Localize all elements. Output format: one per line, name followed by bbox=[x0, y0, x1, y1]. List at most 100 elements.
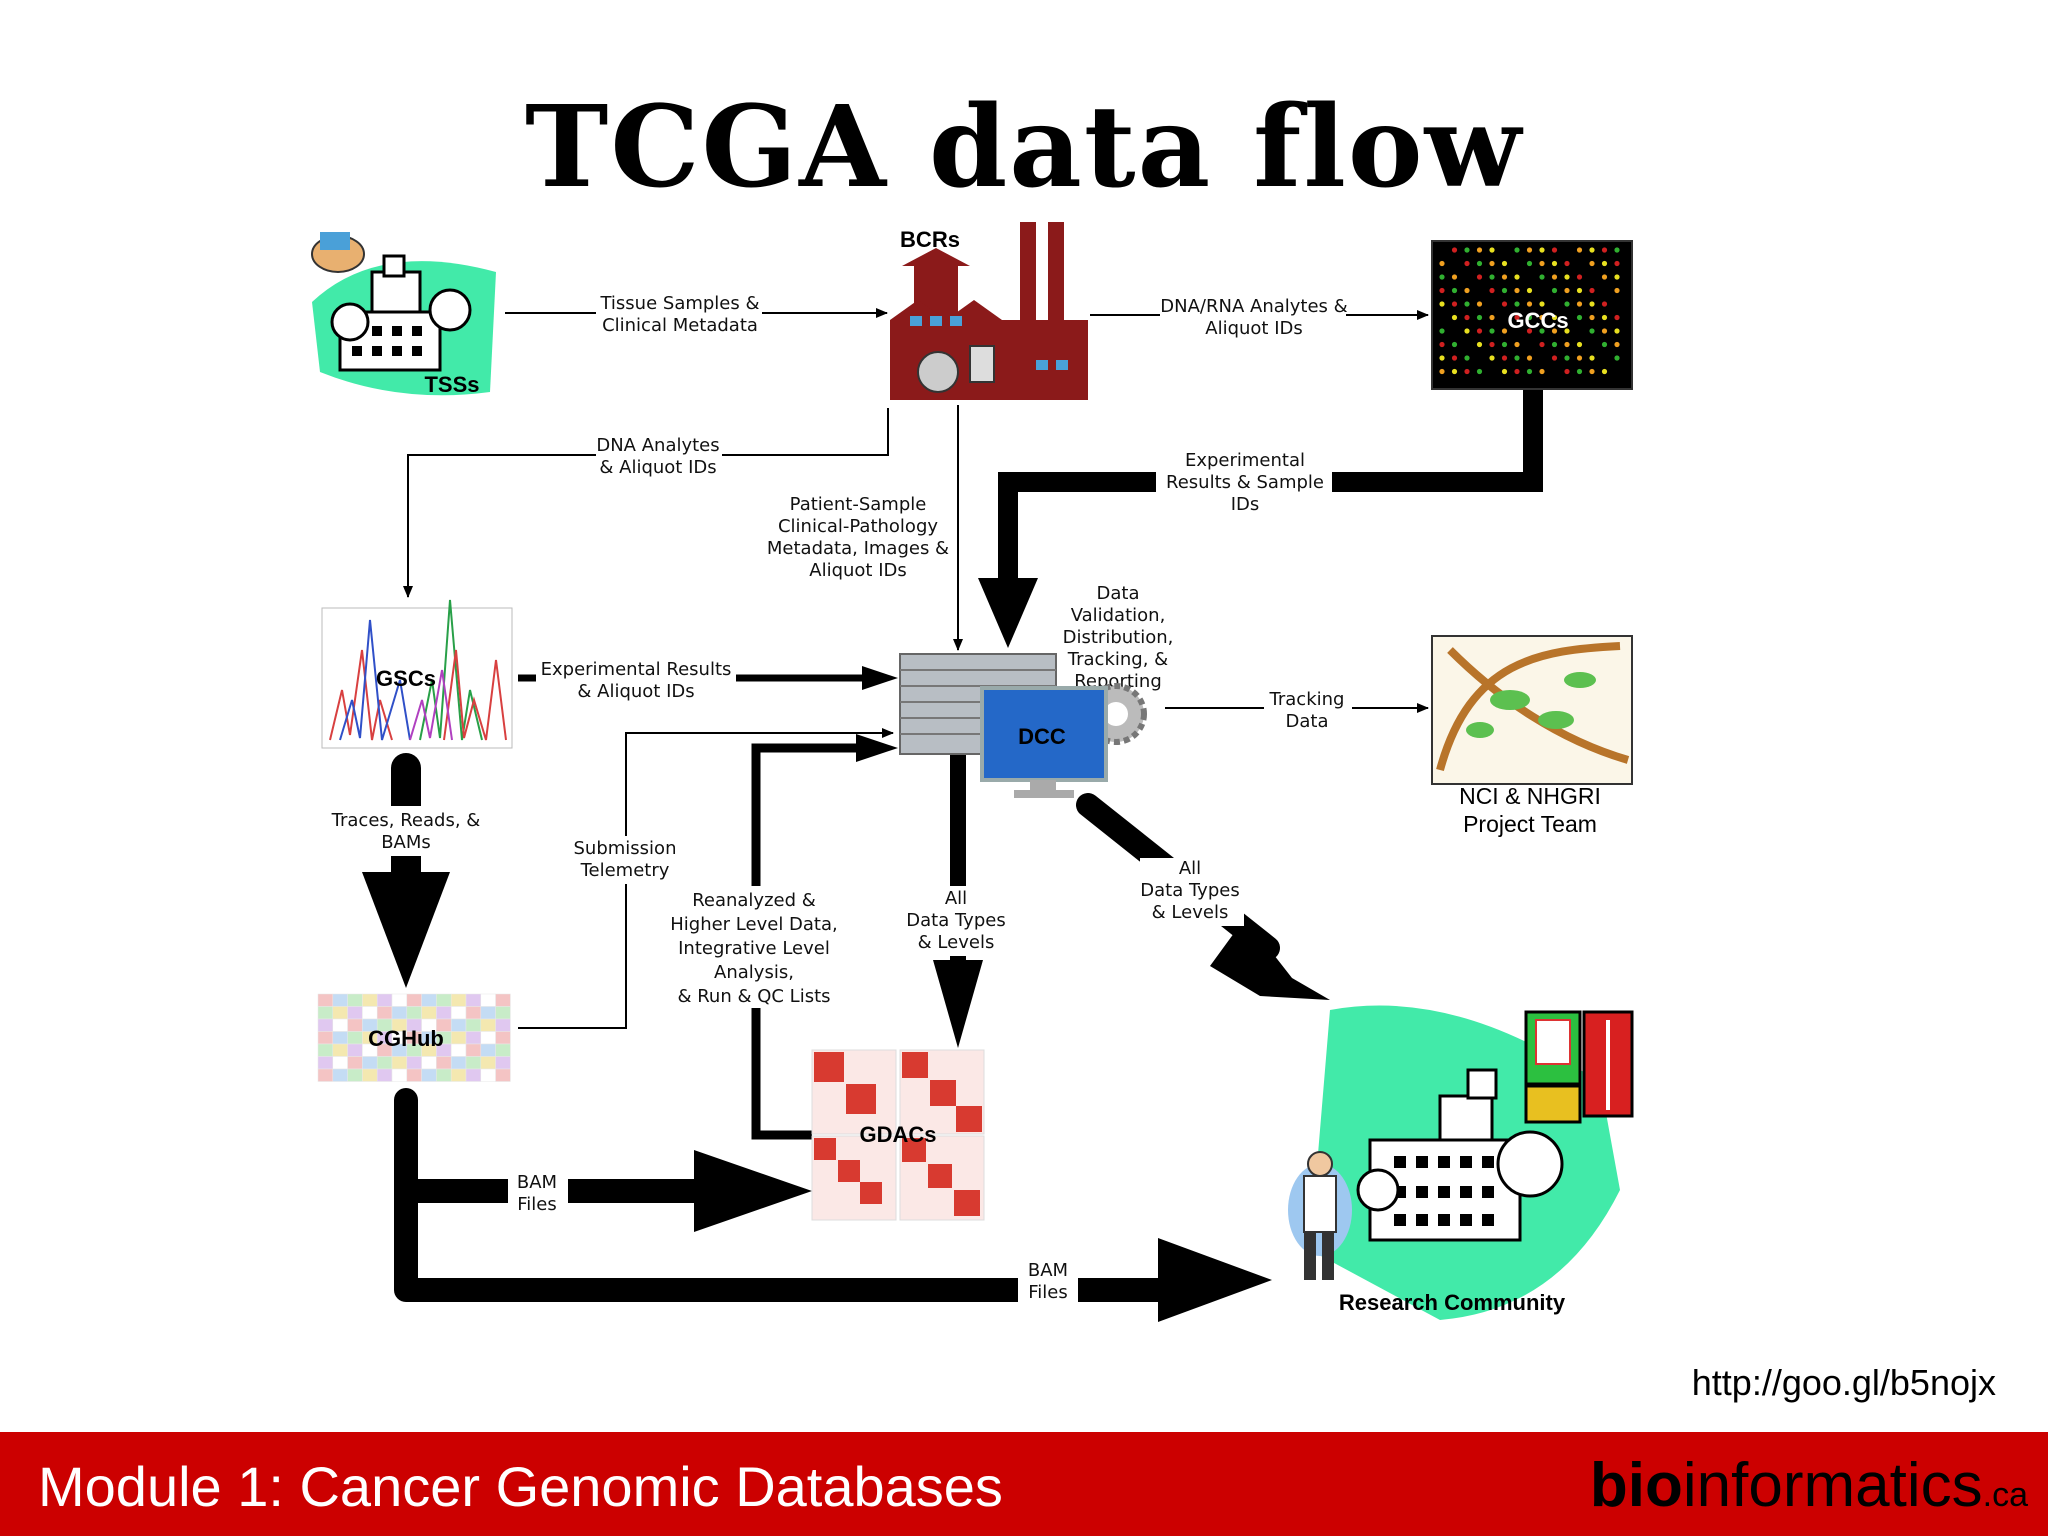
hospital-icon bbox=[330, 254, 472, 372]
microarray-spot bbox=[1514, 341, 1520, 348]
microarray-spot bbox=[1564, 341, 1570, 348]
microarray-spot bbox=[1451, 287, 1458, 294]
node-bcr: BCRs bbox=[890, 222, 1088, 400]
medical-icons bbox=[1524, 1010, 1634, 1124]
node-gcc: GCCs bbox=[1431, 240, 1633, 390]
microarray-spot bbox=[1501, 287, 1508, 294]
edge-label: Experimental Results bbox=[541, 659, 732, 680]
alignment-cell bbox=[495, 1018, 511, 1032]
node-label-cghub: CGHub bbox=[368, 1026, 444, 1051]
alignment-cell bbox=[450, 1056, 467, 1070]
alignment-cell bbox=[480, 1068, 496, 1082]
edge-label: BAM bbox=[517, 1172, 557, 1193]
microarray-spot bbox=[1501, 301, 1508, 307]
microarray-spot bbox=[1614, 355, 1620, 361]
edge-cghub-to-dcc: Submission Telemetry bbox=[518, 728, 894, 1029]
edge-label: Tracking bbox=[1269, 689, 1345, 710]
alignment-cell bbox=[436, 1006, 452, 1020]
dcc-role-label: Data Validation, Distribution, Tracking,… bbox=[1063, 583, 1174, 692]
microarray-spot bbox=[1514, 274, 1520, 280]
microarray-spot bbox=[1489, 355, 1495, 361]
microarray-spot bbox=[1576, 287, 1583, 294]
factory-icon bbox=[890, 222, 1088, 400]
person-icon bbox=[311, 232, 365, 273]
edge-label: All bbox=[945, 888, 967, 909]
alignment-cell bbox=[406, 1068, 422, 1082]
alignment-cell bbox=[347, 1056, 363, 1070]
alignment-cell bbox=[317, 1031, 334, 1045]
node-tss: TSSs bbox=[311, 232, 496, 397]
edge-label: Data bbox=[1286, 711, 1329, 732]
microarray-spot bbox=[1476, 328, 1483, 334]
alignment-cell bbox=[465, 1056, 482, 1070]
edge-label: All bbox=[1179, 858, 1201, 879]
microarray-spot bbox=[1451, 301, 1458, 307]
edge-label: Experimental bbox=[1185, 450, 1305, 471]
microarray-spot bbox=[1551, 341, 1558, 348]
microarray-spot bbox=[1589, 287, 1595, 294]
edge-label: Patient-Sample bbox=[790, 494, 927, 515]
logo-regular: informatics bbox=[1682, 1451, 1983, 1520]
microarray-spot bbox=[1614, 314, 1620, 321]
microarray-spot bbox=[1514, 247, 1520, 253]
microarray-spot bbox=[1539, 274, 1545, 280]
microarray-spot bbox=[1439, 341, 1445, 348]
microarray-spot bbox=[1601, 301, 1608, 307]
alignment-cell bbox=[391, 1068, 408, 1082]
microarray-spot bbox=[1489, 260, 1495, 267]
edge-label: BAMs bbox=[381, 832, 431, 853]
alignment-cell bbox=[465, 993, 482, 1007]
edge-gsc-to-dcc: Experimental Results & Aliquot IDs bbox=[518, 654, 898, 704]
edge-gcc-to-dcc: Experimental Results & Sample IDs bbox=[978, 388, 1543, 648]
sequence-trace-icon bbox=[329, 599, 507, 741]
heatmap-icon bbox=[811, 1049, 985, 1221]
microarray-spot bbox=[1464, 355, 1470, 361]
alignment-cell bbox=[332, 1018, 348, 1032]
edge-label: DNA Analytes bbox=[596, 435, 719, 456]
microarray-spot bbox=[1439, 355, 1445, 361]
alignment-cell bbox=[332, 993, 348, 1007]
alignment-cell bbox=[450, 1018, 467, 1032]
data-flow-diagram: Tissue Samples & Clinical Metadata DNA/R… bbox=[311, 222, 1634, 1322]
node-label-team-2: Project Team bbox=[1463, 811, 1597, 837]
alignment-cell bbox=[317, 1018, 334, 1032]
node-label-dcc: DCC bbox=[1018, 724, 1066, 749]
microarray-spot bbox=[1526, 260, 1533, 267]
alignment-cell bbox=[332, 1031, 348, 1045]
microarray-spot bbox=[1526, 328, 1533, 334]
alignment-cell bbox=[332, 1068, 348, 1082]
microarray-spot bbox=[1439, 287, 1445, 294]
alignment-cell bbox=[362, 993, 378, 1007]
alignment-cell bbox=[480, 993, 496, 1007]
edge-label: Data Types bbox=[906, 910, 1005, 931]
node-label-bcr: BCRs bbox=[900, 227, 960, 252]
microarray-spot bbox=[1464, 301, 1470, 307]
microarray-spot bbox=[1589, 355, 1595, 361]
microarray-spot bbox=[1551, 314, 1558, 321]
alignment-cell bbox=[421, 1006, 437, 1020]
node-label-gsc: GSCs bbox=[376, 666, 436, 691]
alignment-cell bbox=[465, 1068, 482, 1082]
microarray-spot bbox=[1576, 368, 1583, 375]
microarray-spot bbox=[1564, 368, 1570, 375]
microarray-spot bbox=[1614, 341, 1620, 348]
alignment-cell bbox=[450, 1068, 467, 1082]
microarray-spot bbox=[1601, 368, 1608, 375]
node-research-community: Research Community bbox=[1288, 1005, 1634, 1320]
microarray-spot bbox=[1501, 328, 1508, 334]
microarray-spot bbox=[1476, 314, 1483, 321]
microarray-spot bbox=[1489, 328, 1495, 334]
edge-bcr-to-gcc: DNA/RNA Analytes & Aliquot IDs bbox=[1090, 292, 1429, 340]
microarray-spot bbox=[1451, 341, 1458, 348]
microarray-spot bbox=[1514, 355, 1520, 361]
alignment-cell bbox=[421, 1068, 437, 1082]
alignment-cell bbox=[347, 1031, 363, 1045]
node-label-gcc: GCCs bbox=[1507, 308, 1568, 333]
microarray-spot bbox=[1576, 341, 1583, 348]
alignment-cell bbox=[332, 1006, 348, 1020]
edge-tss-to-bcr: Tissue Samples & Clinical Metadata bbox=[505, 288, 888, 338]
alignment-cell bbox=[495, 1068, 511, 1082]
alignment-cell bbox=[317, 1068, 334, 1082]
alignment-cell bbox=[465, 1006, 482, 1020]
microarray-spot bbox=[1501, 260, 1508, 267]
